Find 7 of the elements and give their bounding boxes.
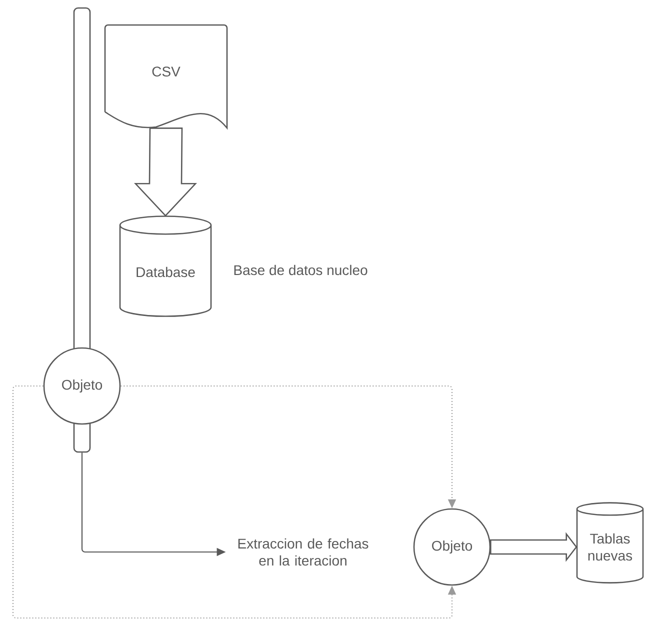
block-arrow [134, 128, 197, 217]
block-arrow [490, 532, 578, 562]
document-shape: CSV [104, 24, 228, 129]
database-cylinder: Database [119, 216, 212, 317]
node-caption: Base de datos nucleo [234, 264, 368, 276]
text-label: Extraccion de fechas en la iteracion [238, 538, 368, 566]
database-cylinder: Tablas nuevas [576, 502, 644, 584]
